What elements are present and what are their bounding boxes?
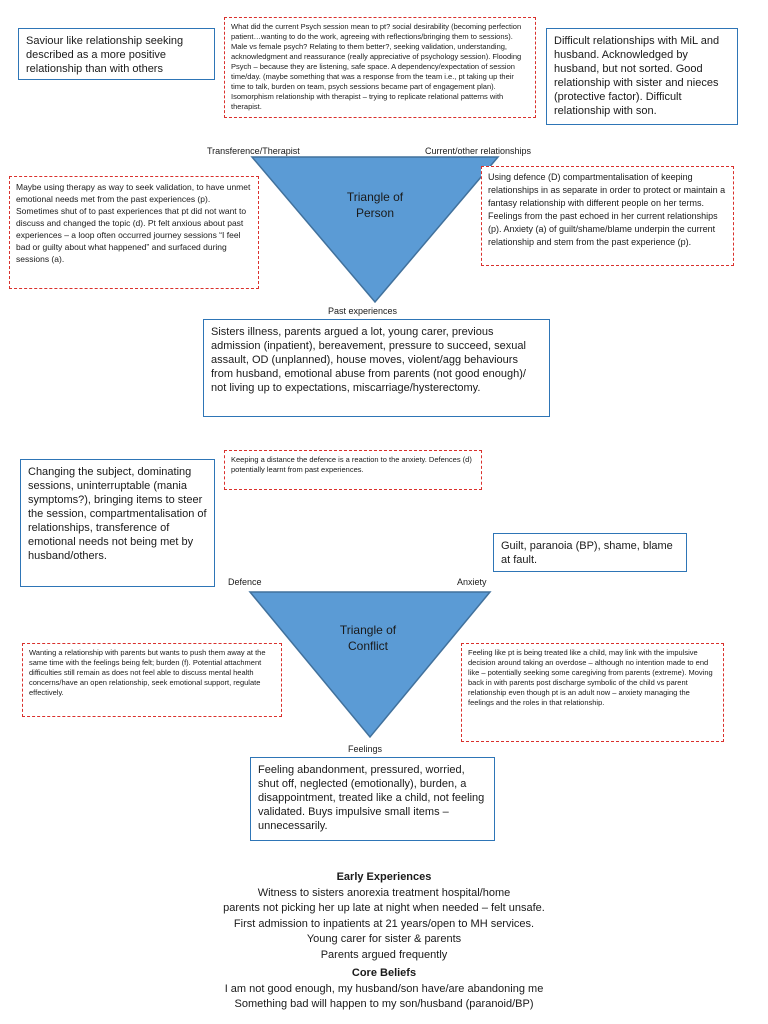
guilt-box: Guilt, paranoia (BP), shame, blame at fa… bbox=[493, 533, 687, 572]
core-belief-line: I am not good enough, my husband/son hav… bbox=[224, 982, 544, 995]
saviour-relationship-box: Saviour like relationship seeking descri… bbox=[18, 28, 215, 80]
label-current-other-relationships: Current/other relationships bbox=[425, 146, 532, 156]
core-beliefs-heading: Core Beliefs bbox=[351, 967, 417, 979]
triangle-of-person-title: Triangle of Person bbox=[346, 190, 404, 220]
label-transference-therapist: Transference/Therapist bbox=[207, 146, 300, 156]
early-experience-line: Young carer for sister & parents bbox=[306, 933, 462, 945]
label-past-experiences: Past experiences bbox=[328, 306, 398, 316]
early-experience-line: parents not picking her up late at night… bbox=[223, 902, 545, 914]
label-feelings: Feelings bbox=[348, 744, 383, 754]
treated-like-child-box: Feeling like pt is being treated like a … bbox=[461, 643, 724, 742]
early-experience-line: First admission to inpatients at 21 year… bbox=[233, 917, 535, 930]
wanting-relationship-box: Wanting a relationship with parents but … bbox=[22, 643, 282, 717]
changing-subject-box: Changing the subject, dominating session… bbox=[20, 459, 215, 587]
early-experiences-section: Early Experiences Witness to sisters ano… bbox=[0, 870, 768, 963]
triangle-of-conflict bbox=[248, 591, 492, 739]
early-experiences-heading: Early Experiences bbox=[336, 871, 432, 883]
keeping-distance-box: Keeping a distance the defence is a reac… bbox=[224, 450, 482, 490]
core-beliefs-section: Core Beliefs I am not good enough, my hu… bbox=[0, 966, 768, 1013]
triangle-of-person bbox=[250, 156, 500, 304]
psych-session-box: What did the current Psych session mean … bbox=[224, 17, 536, 118]
validation-box: Maybe using therapy as way to seek valid… bbox=[9, 176, 259, 289]
early-experience-line: Parents argued frequently bbox=[320, 948, 448, 961]
using-defence-box: Using defence (D) compartmentalisation o… bbox=[481, 166, 734, 266]
core-belief-line: Something bad will happen to my son/husb… bbox=[234, 998, 534, 1010]
triangle-of-conflict-title: Triangle of Conflict bbox=[339, 623, 397, 653]
difficult-relationships-box: Difficult relationships with MiL and hus… bbox=[546, 28, 738, 125]
feelings-box: Feeling abandonment, pressured, worried,… bbox=[250, 757, 495, 841]
early-experience-line: Witness to sisters anorexia treatment ho… bbox=[257, 886, 511, 899]
label-anxiety: Anxiety bbox=[457, 577, 487, 587]
past-experiences-box: Sisters illness, parents argued a lot, y… bbox=[203, 319, 550, 417]
label-defence: Defence bbox=[228, 577, 262, 587]
